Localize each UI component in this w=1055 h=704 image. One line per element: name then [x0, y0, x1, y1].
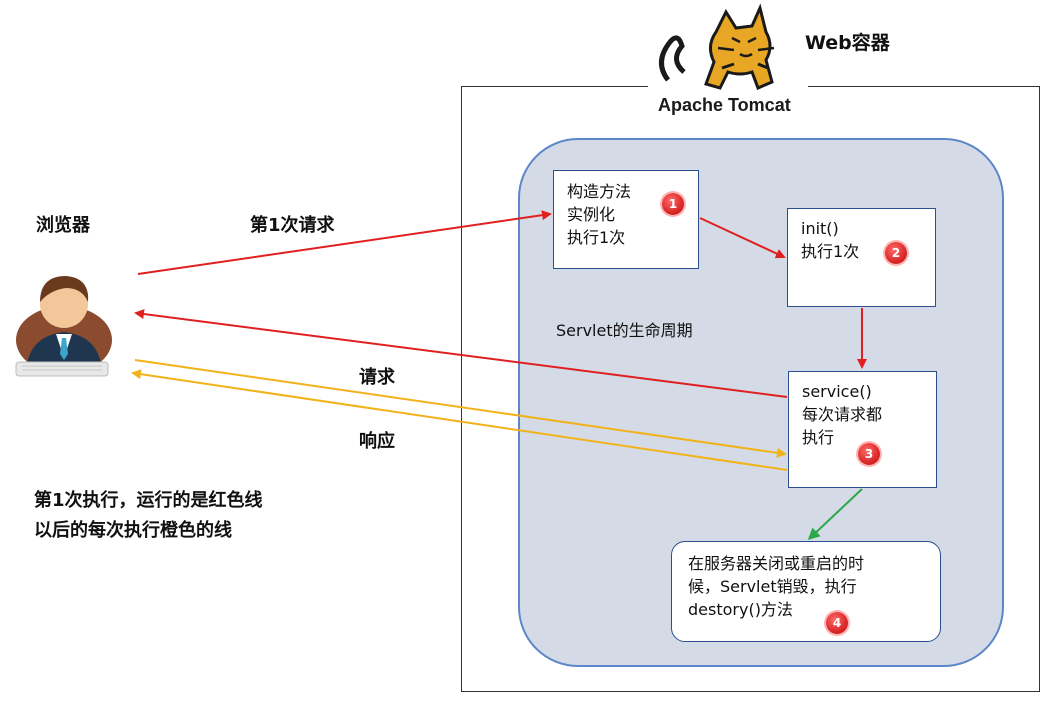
lifecycle-label: Servlet的生命周期 — [556, 321, 693, 340]
tomcat-logo: Apache Tomcat — [648, 2, 808, 120]
destroy-step-box: 在服务器关闭或重启的时 候，Servlet销毁，执行 destory()方法 — [671, 541, 941, 642]
step1-line-1: 构造方法 — [567, 182, 632, 201]
step4-line-1: 在服务器关闭或重启的时 — [688, 554, 865, 573]
response-arrow — [131, 369, 788, 471]
service-step-box: service() 每次请求都 执行 — [788, 371, 937, 488]
step2-line-2: 执行1次 — [801, 242, 860, 261]
response-label: 响应 — [359, 431, 395, 452]
request-arrow — [134, 359, 787, 458]
step1-line-2: 实例化 — [567, 205, 616, 224]
step2-line-1: init() — [801, 219, 839, 238]
step3-line-1: service() — [802, 382, 872, 401]
request-label: 请求 — [359, 367, 395, 388]
step1-line-3: 执行1次 — [567, 228, 626, 247]
tomcat-cat-icon — [659, 3, 775, 90]
step4-line-3: destory()方法 — [688, 600, 793, 619]
browser-label: 浏览器 — [36, 215, 90, 236]
legend-note-line-1: 第1次执行，运行的是红色线 — [34, 490, 263, 511]
constructor-step-box: 构造方法 实例化 执行1次 — [553, 170, 699, 269]
first-request-arrow — [137, 210, 552, 275]
step3-badge: 3 — [858, 443, 880, 465]
legend-note-line-2: 以后的每次执行橙色的线 — [34, 520, 232, 541]
init-step-box: init() 执行1次 — [787, 208, 936, 307]
step4-badge: 4 — [826, 612, 848, 634]
tomcat-logo-text: Apache Tomcat — [658, 95, 791, 115]
service-to-destroy-arrow — [807, 488, 863, 541]
web-container-title: Web容器 — [805, 32, 890, 54]
browser-user-icon — [15, 276, 112, 377]
first-response-arrow — [134, 309, 788, 398]
step4-line-2: 候，Servlet销毁，执行 — [688, 577, 857, 596]
first-request-label: 第1次请求 — [250, 215, 335, 236]
step2-badge: 2 — [885, 242, 907, 264]
step1-badge: 1 — [662, 193, 684, 215]
constructor-to-init-arrow — [699, 217, 786, 259]
step3-line-2: 每次请求都 — [802, 405, 883, 424]
step3-line-3: 执行 — [802, 428, 835, 447]
